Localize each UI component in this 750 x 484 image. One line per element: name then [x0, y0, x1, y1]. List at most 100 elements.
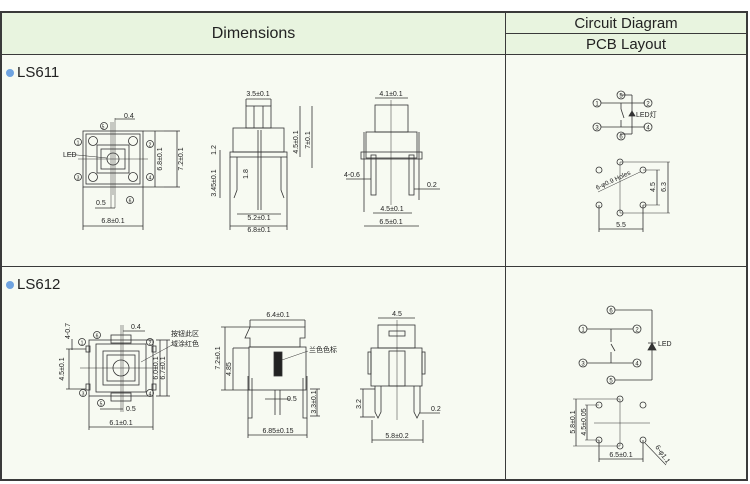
pin-number-3	[74, 173, 82, 181]
dim-label: 6.85±0.15	[262, 428, 293, 435]
pin-number-4	[632, 358, 642, 368]
dim-label: 4.5±0.1	[380, 206, 403, 213]
pin-label: 5	[100, 402, 103, 408]
model-name: LS612	[17, 276, 61, 293]
ls611-side-view: 4.1±0.1 4-0.6 0.2 4.5±0.1 6.5±0.1	[344, 91, 440, 227]
pin-number-5	[616, 90, 626, 100]
pin-number-3	[578, 358, 588, 368]
pin-number-2	[146, 140, 154, 148]
dim-label: 4.5	[650, 182, 657, 192]
pin-label: 5	[619, 94, 623, 100]
header-pcb-layout: PCB Layout	[585, 35, 667, 53]
pin-tab	[151, 345, 157, 353]
pin-label: 1	[581, 328, 585, 334]
dim-label: 6.0±0.1	[153, 356, 160, 379]
pin-number-3	[79, 389, 87, 397]
pin-number-2	[146, 338, 154, 346]
ls612-circuit: 1 2 3 4 5 6 LED	[578, 305, 672, 385]
pin-label: 2	[149, 341, 152, 347]
switch-body	[248, 346, 307, 391]
led-label: LED灯	[636, 110, 657, 119]
dim-label: 0.5	[96, 200, 106, 207]
switch-body	[370, 347, 423, 387]
dim-label: 6.7±0.1	[160, 356, 167, 379]
note-label: 按钮此区	[171, 329, 199, 338]
pin-number-3	[592, 122, 602, 132]
pin-number-4	[643, 122, 653, 132]
dim-label: 6.5±0.1	[379, 219, 402, 226]
pin-label: 3	[82, 392, 85, 398]
pin-number-2	[643, 98, 653, 108]
pin-number-4	[146, 173, 154, 181]
switch-cap	[244, 326, 306, 348]
dim-label: 4.5	[392, 311, 402, 318]
header-dimensions: Dimensions	[211, 24, 296, 42]
side-tab	[367, 351, 372, 375]
pin-label: 6	[129, 199, 132, 205]
pin-number-6	[606, 305, 616, 315]
pin-label: 2	[635, 328, 639, 334]
dim-label: 3.5±0.1	[246, 91, 269, 98]
dim-label: 0.5	[126, 406, 136, 413]
dim-label: 6.4±0.1	[266, 312, 289, 319]
dim-label: 4.5±0.1	[59, 357, 66, 380]
led-label: LED	[658, 341, 672, 348]
dim-label: 4-0.7	[65, 323, 72, 339]
blue-color-mark	[273, 351, 283, 377]
pin	[370, 154, 377, 196]
switch-flange	[229, 151, 288, 158]
pin-label: 6	[96, 334, 99, 340]
dim-label: 5.8±0.2	[385, 433, 408, 440]
pin-hole	[128, 172, 138, 182]
pin-label: 5	[609, 379, 613, 385]
dim-label: 0.2	[431, 406, 441, 413]
pin-number-5	[97, 399, 105, 407]
dim-label: 6.8±0.1	[101, 218, 124, 225]
pin-number-1	[592, 98, 602, 108]
table-header: Dimensions Circuit Diagram PCB Layout	[2, 13, 746, 55]
ls612-top-view: 6 1 2 3 4 5 按钮此区 域涂红色 0.4 0.5 6.1±0.1 4-…	[59, 323, 199, 430]
pin-label: 6	[609, 309, 613, 315]
pin	[408, 154, 415, 196]
bullet-icon	[6, 280, 14, 289]
model-label-ls612: LS612	[6, 276, 60, 293]
switch-cap	[377, 324, 416, 349]
switch-flange	[360, 151, 423, 160]
note-label: 域涂红色	[171, 339, 199, 348]
dim-label: 0.2	[427, 182, 437, 189]
model-label-ls611: LS611	[6, 64, 59, 81]
ls611-pcb: 6-φ0.9 Holes 4.5 6.3 5.5	[595, 158, 670, 232]
dim-label: 7.2±0.1	[215, 346, 222, 369]
dim-label: 1.8	[243, 169, 250, 179]
pin-hole	[88, 172, 98, 182]
pin-number-1	[78, 338, 86, 346]
pin-label: 1	[81, 341, 84, 347]
dim-label: 3.3±0.1	[311, 390, 318, 413]
dim-label: 6.8±0.1	[247, 227, 270, 234]
pin-number-4	[146, 389, 154, 397]
switch-cap	[374, 104, 409, 133]
dim-label: 6.5±0.1	[609, 452, 632, 459]
dim-label: 4.85	[226, 362, 233, 376]
dim-label: 0.5	[287, 396, 297, 403]
dim-label: 7.2±0.1	[178, 147, 185, 170]
pin-label: 1	[77, 141, 80, 147]
ls611-circuit: 1 2 3 4 5 6 LED灯	[592, 90, 657, 141]
side-tab	[421, 351, 426, 375]
pin-label: 2	[149, 143, 152, 149]
dim-label: 4.5±0.05	[581, 408, 588, 435]
pin-number-5	[100, 122, 108, 130]
pin-number-2	[632, 324, 642, 334]
pcb-hole	[639, 401, 647, 409]
note-label: 兰色色标	[309, 345, 337, 354]
pcb-hole	[595, 166, 603, 174]
dim-label: 6.3	[661, 182, 668, 192]
dim-label: 3.45±0.1	[211, 169, 218, 196]
pin-hole	[88, 136, 98, 146]
switch-body	[365, 131, 418, 159]
pin-label: 5	[102, 125, 105, 131]
bullet-icon	[6, 68, 14, 77]
pin-label: 4	[635, 362, 639, 368]
pin-number-5	[606, 375, 616, 385]
